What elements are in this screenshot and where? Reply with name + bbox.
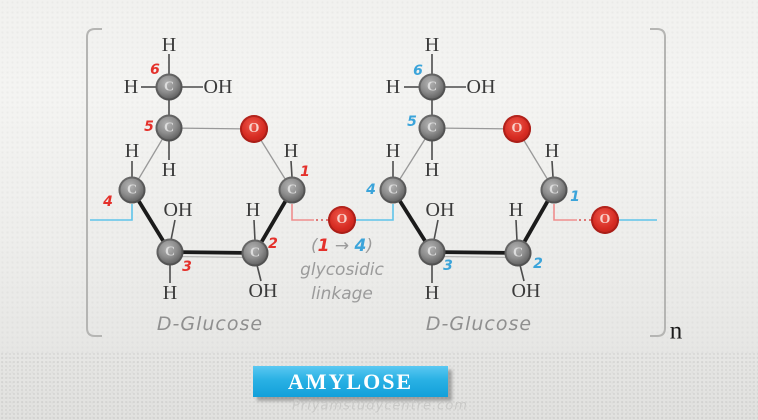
- left-number-3: 3: [182, 259, 192, 275]
- left-carbon-1-atom: C: [278, 176, 306, 204]
- watermark-text: Priyamstudycentre.com: [292, 398, 468, 414]
- left-ring-oxygen-atom: O: [240, 115, 268, 143]
- ring-front-bond-shadows: [171, 256, 517, 258]
- left-h-label: H: [162, 282, 178, 304]
- right-h-label: H: [544, 140, 560, 162]
- right-h-label: H: [385, 140, 401, 162]
- right-carbon-1-atom: C: [540, 176, 568, 204]
- repeat-subscript-n: n: [669, 317, 683, 345]
- right-unit-label: D-Glucose: [425, 313, 533, 335]
- right-carbon-3-atom: C: [418, 238, 446, 266]
- right-number-6: 6: [413, 63, 423, 79]
- linkage-word-1: glycosidic: [300, 260, 384, 280]
- glycosidic-linkage-annotation: (1 → 4) glycosidic linkage: [300, 234, 384, 306]
- c1-oxygen-line-right: [553, 204, 591, 221]
- atom-symbol: C: [512, 245, 524, 260]
- paren-open: (: [310, 236, 318, 256]
- right-number-2: 2: [533, 256, 543, 272]
- c1-oxygen-line-left: [291, 204, 329, 221]
- left-h-label: H: [283, 140, 299, 162]
- right-ring-oxygen-atom: O: [503, 115, 531, 143]
- right-oh-label: OH: [425, 199, 455, 221]
- left-number-6: 6: [150, 62, 160, 78]
- right-h-label: H: [508, 199, 524, 221]
- linkage-from-carbon: 1: [317, 236, 330, 256]
- banner-label: AMYLOSE: [287, 368, 414, 394]
- left-oh-label: OH: [163, 199, 193, 221]
- left-h-label: H: [124, 140, 140, 162]
- left-oh-label: OH: [248, 280, 278, 302]
- left-number-1: 1: [300, 164, 310, 180]
- atom-symbol: O: [336, 212, 348, 227]
- paren-close: ): [366, 236, 374, 256]
- atom-symbol: O: [599, 212, 611, 227]
- right-carbon-2-atom: C: [504, 239, 532, 267]
- right-h-label: H: [424, 159, 440, 181]
- atom-symbol: C: [426, 79, 438, 94]
- c4-attachment-line-left: [90, 204, 133, 221]
- left-carbon-6-atom: C: [155, 73, 183, 101]
- atom-symbol: C: [249, 245, 261, 260]
- atom-symbol: O: [511, 121, 523, 136]
- atom-symbol: C: [426, 120, 438, 135]
- substituent-bonds: [131, 54, 554, 283]
- glycosidic-oxygen-atom: O: [328, 206, 356, 234]
- left-number-2: 2: [268, 236, 278, 252]
- left-h-label: H: [123, 76, 139, 98]
- right-h-label: H: [424, 34, 440, 56]
- right-carbon-5-atom: C: [418, 114, 446, 142]
- linkage-word-2: linkage: [311, 284, 373, 304]
- repeat-bracket-right: [650, 28, 666, 337]
- right-carbon-4-atom: C: [379, 176, 407, 204]
- right-oh-label: OH: [466, 76, 496, 98]
- right-h-label: H: [424, 282, 440, 304]
- linkage-notation: (1 → 4): [300, 234, 384, 258]
- oxygen-c4-line-middle: [355, 204, 394, 221]
- left-number-5: 5: [144, 119, 154, 135]
- ring-back-bonds: [131, 127, 555, 191]
- amylose-title-banner: AMYLOSE: [253, 366, 448, 397]
- left-unit-label: D-Glucose: [156, 313, 264, 335]
- right-h-label: H: [385, 76, 401, 98]
- atom-symbol: C: [163, 120, 175, 135]
- atom-symbol: C: [387, 182, 399, 197]
- left-carbon-2-atom: C: [241, 239, 269, 267]
- atom-symbol: O: [248, 121, 260, 136]
- left-oh-label: OH: [203, 76, 233, 98]
- atom-symbol: C: [164, 244, 176, 259]
- right-number-3: 3: [443, 258, 453, 274]
- right-oh-label: OH: [511, 280, 541, 302]
- right-number-5: 5: [407, 114, 417, 130]
- left-h-label: H: [161, 34, 177, 56]
- atom-symbol: C: [548, 182, 560, 197]
- right-number-1: 1: [570, 189, 580, 205]
- left-carbon-3-atom: C: [156, 238, 184, 266]
- atom-symbol: C: [426, 244, 438, 259]
- left-carbon-4-atom: C: [118, 176, 146, 204]
- atom-symbol: C: [163, 79, 175, 94]
- left-h-label: H: [161, 159, 177, 181]
- terminal-oxygen-atom: O: [591, 206, 619, 234]
- arrow-right-icon: →: [334, 236, 350, 256]
- left-number-4: 4: [103, 194, 113, 210]
- linkage-to-carbon: 4: [354, 236, 367, 256]
- atom-symbol: C: [126, 182, 138, 197]
- left-h-label: H: [245, 199, 261, 221]
- left-carbon-5-atom: C: [155, 114, 183, 142]
- repeat-bracket-left: [86, 28, 102, 337]
- right-carbon-6-atom: C: [418, 73, 446, 101]
- right-number-4: 4: [366, 182, 376, 198]
- atom-symbol: C: [286, 182, 298, 197]
